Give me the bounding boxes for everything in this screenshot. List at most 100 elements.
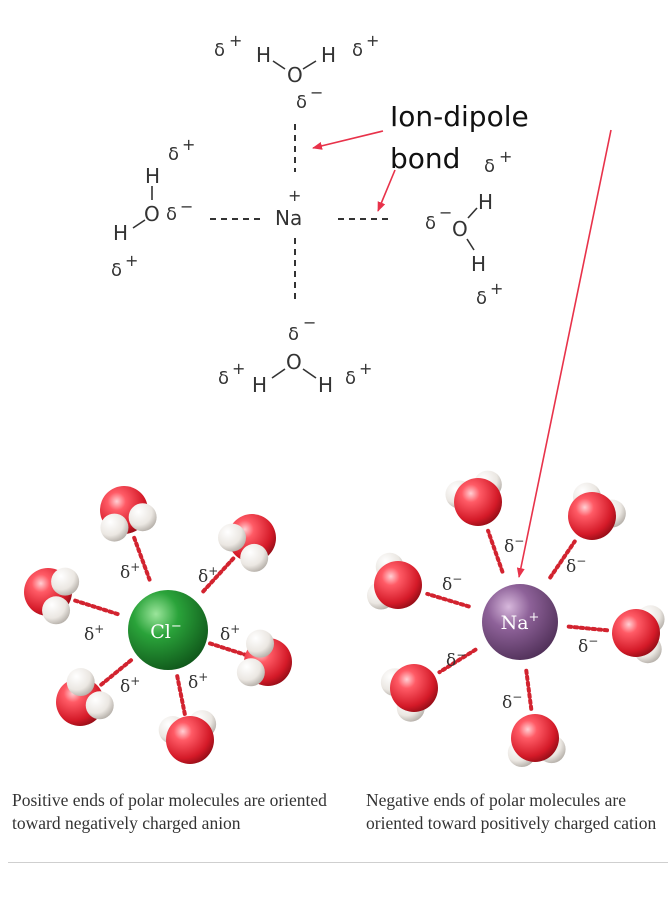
hydrogen-atom: H: [113, 221, 128, 245]
partial-charge-label: δ−: [442, 572, 462, 595]
hydrogen-sphere: [66, 668, 95, 697]
water-molecule: [507, 714, 566, 768]
ion-dipole-attraction: [72, 598, 120, 617]
hydrogen-sphere: [100, 513, 129, 542]
arrow-to-sodium-ion: [516, 129, 612, 578]
delta-sign: −: [180, 197, 193, 216]
sodium-symbol: Na: [275, 206, 302, 230]
hydrogen-atom: H: [471, 252, 486, 276]
hydrogen-sphere: [51, 567, 80, 596]
ion-dipole-attraction: [566, 624, 611, 633]
oxygen-sphere: [374, 561, 422, 609]
ion-dipole-attraction: [201, 556, 236, 594]
hydrogen-atom: H: [478, 190, 493, 214]
delta-symbol: δ: [352, 40, 363, 61]
partial-charge-label: δ+: [220, 622, 240, 645]
delta-sign: +: [359, 359, 372, 378]
oxygen-sphere: [166, 716, 214, 764]
ion-label: Cl−: [150, 619, 182, 643]
delta-sign: +: [499, 147, 512, 166]
delta-sign: +: [490, 279, 503, 298]
delta-symbol: δ: [296, 92, 307, 113]
covalent-bond: [466, 238, 475, 251]
ion-label: Na+: [501, 610, 540, 634]
ion-dipole-attraction: [548, 539, 577, 580]
delta-symbol: δ: [476, 288, 487, 309]
delta-symbol: δ: [288, 324, 299, 345]
water-molecule: [218, 514, 276, 572]
partial-charge-label: δ−: [566, 554, 586, 577]
partial-charge-label: δ+: [120, 674, 140, 697]
arrow-to-vertical-bond: [312, 130, 384, 150]
water-molecule: [445, 470, 502, 526]
water-molecule: [56, 668, 114, 726]
ion-dipole-attraction: [131, 534, 152, 582]
arrow-to-horizontal-bond: [377, 169, 396, 212]
ion-dipole-attraction: [486, 528, 505, 574]
delta-sign: +: [125, 251, 138, 270]
sodium-ion-sphere: [482, 584, 558, 660]
hydrogen-sphere: [218, 523, 247, 552]
water-molecule: [24, 567, 80, 625]
partial-charge-label: δ+: [84, 622, 104, 645]
partial-charge-label: δ−: [504, 534, 524, 557]
divider-line: [8, 862, 668, 863]
delta-sign: +: [366, 31, 379, 50]
oxygen-sphere: [454, 478, 502, 526]
oxygen-atom: O: [144, 202, 160, 226]
ion-dipole-attraction: [208, 641, 248, 657]
ion-dipole-attraction: [175, 674, 188, 718]
annotation-line-1: Ion-dipole: [390, 100, 529, 133]
covalent-bond: [271, 368, 286, 379]
partial-charge-label: δ−: [578, 634, 598, 657]
delta-symbol: δ: [168, 144, 179, 165]
hydrogen-atom: H: [318, 373, 333, 397]
covalent-bond: [272, 60, 286, 70]
water-top: δ + H O H δ + δ −: [214, 31, 379, 113]
delta-symbol: δ: [111, 260, 122, 281]
hydrogen-sphere: [128, 503, 157, 532]
hydrogen-sphere: [240, 543, 269, 572]
ion-dipole-attraction: [425, 591, 471, 609]
hydrogen-atom: H: [252, 373, 267, 397]
cation-caption: Negative ends of polar molecules are ori…: [366, 790, 657, 833]
hydrogen-sphere: [246, 629, 275, 658]
hydrogen-sphere: [85, 691, 114, 720]
water-molecule: [100, 486, 157, 542]
oxygen-sphere: [511, 714, 559, 762]
water-molecule: [568, 482, 626, 540]
delta-sign: −: [303, 313, 316, 332]
hydrogen-sphere: [236, 658, 265, 687]
delta-sign: +: [229, 31, 242, 50]
annotation-callout: Ion-dipole bond: [312, 100, 612, 578]
water-right: δ + H O H δ − δ +: [425, 147, 512, 309]
sodium-hydration-model: Na+δ−δ−δ−δ−δ−δ−: [367, 470, 665, 768]
chloride-ion-sphere: [128, 590, 208, 670]
water-left: δ + H O H δ − δ +: [111, 135, 195, 281]
oxygen-sphere: [568, 492, 616, 540]
water-molecule: [612, 605, 665, 664]
delta-sign: −: [439, 203, 452, 222]
ion-dipole-attraction: [524, 668, 534, 713]
delta-symbol: δ: [166, 204, 177, 225]
hydrogen-sphere: [42, 596, 71, 625]
structural-diagram: Na + δ + H O H δ + δ − δ + H: [111, 31, 512, 397]
covalent-bond: [302, 368, 317, 379]
water-molecule: [158, 710, 217, 764]
ion-dipole-attraction: [97, 658, 134, 689]
oxygen-atom: O: [286, 350, 302, 374]
delta-sign: +: [182, 135, 195, 154]
delta-symbol: δ: [425, 213, 436, 234]
ion-dipole-dashes: [210, 124, 392, 300]
oxygen-sphere: [612, 609, 660, 657]
partial-charge-label: δ+: [120, 560, 140, 583]
water-molecule: [380, 664, 438, 722]
sodium-charge: +: [288, 186, 301, 205]
delta-symbol: δ: [484, 156, 495, 177]
oxygen-atom: O: [287, 63, 303, 87]
hydrogen-atom: H: [321, 43, 336, 67]
hydrogen-atom: H: [256, 43, 271, 67]
chloride-hydration-model: Cl−δ+δ+δ+δ+δ+δ+: [24, 486, 292, 764]
